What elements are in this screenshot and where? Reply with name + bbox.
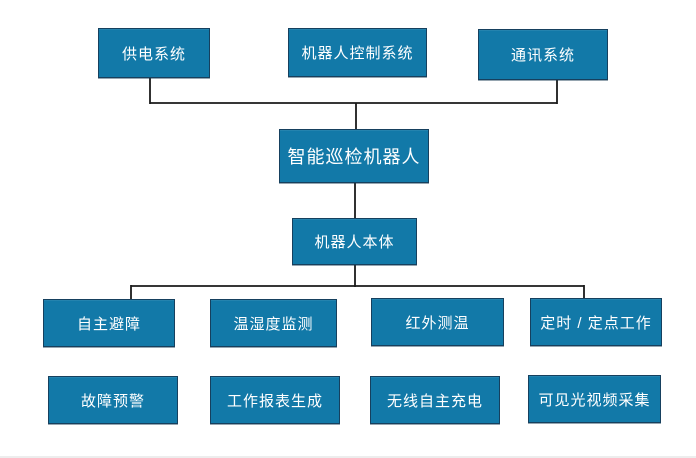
node-power-system: 供电系统 — [98, 28, 210, 78]
node-wireless-autonomous-charging: 无线自主充电 — [370, 376, 500, 424]
node-robot-body: 机器人本体 — [292, 218, 417, 265]
node-visible-light-video-capture: 可见光视频采集 — [528, 375, 661, 423]
node-communication-system: 通讯系统 — [478, 29, 608, 80]
node-autonomous-obstacle-avoidance: 自主避障 — [43, 299, 175, 347]
node-robot-control-system: 机器人控制系统 — [288, 28, 427, 77]
node-scheduled-fixed-point-work: 定时 / 定点工作 — [530, 298, 662, 346]
node-work-report-generation: 工作报表生成 — [210, 376, 340, 424]
node-temperature-humidity-monitoring: 温湿度监测 — [210, 299, 337, 347]
node-infrared-temperature-measurement: 红外测温 — [371, 298, 504, 346]
node-intelligent-inspection-robot: 智能巡检机器人 — [279, 129, 429, 183]
node-fault-early-warning: 故障预警 — [48, 376, 178, 424]
